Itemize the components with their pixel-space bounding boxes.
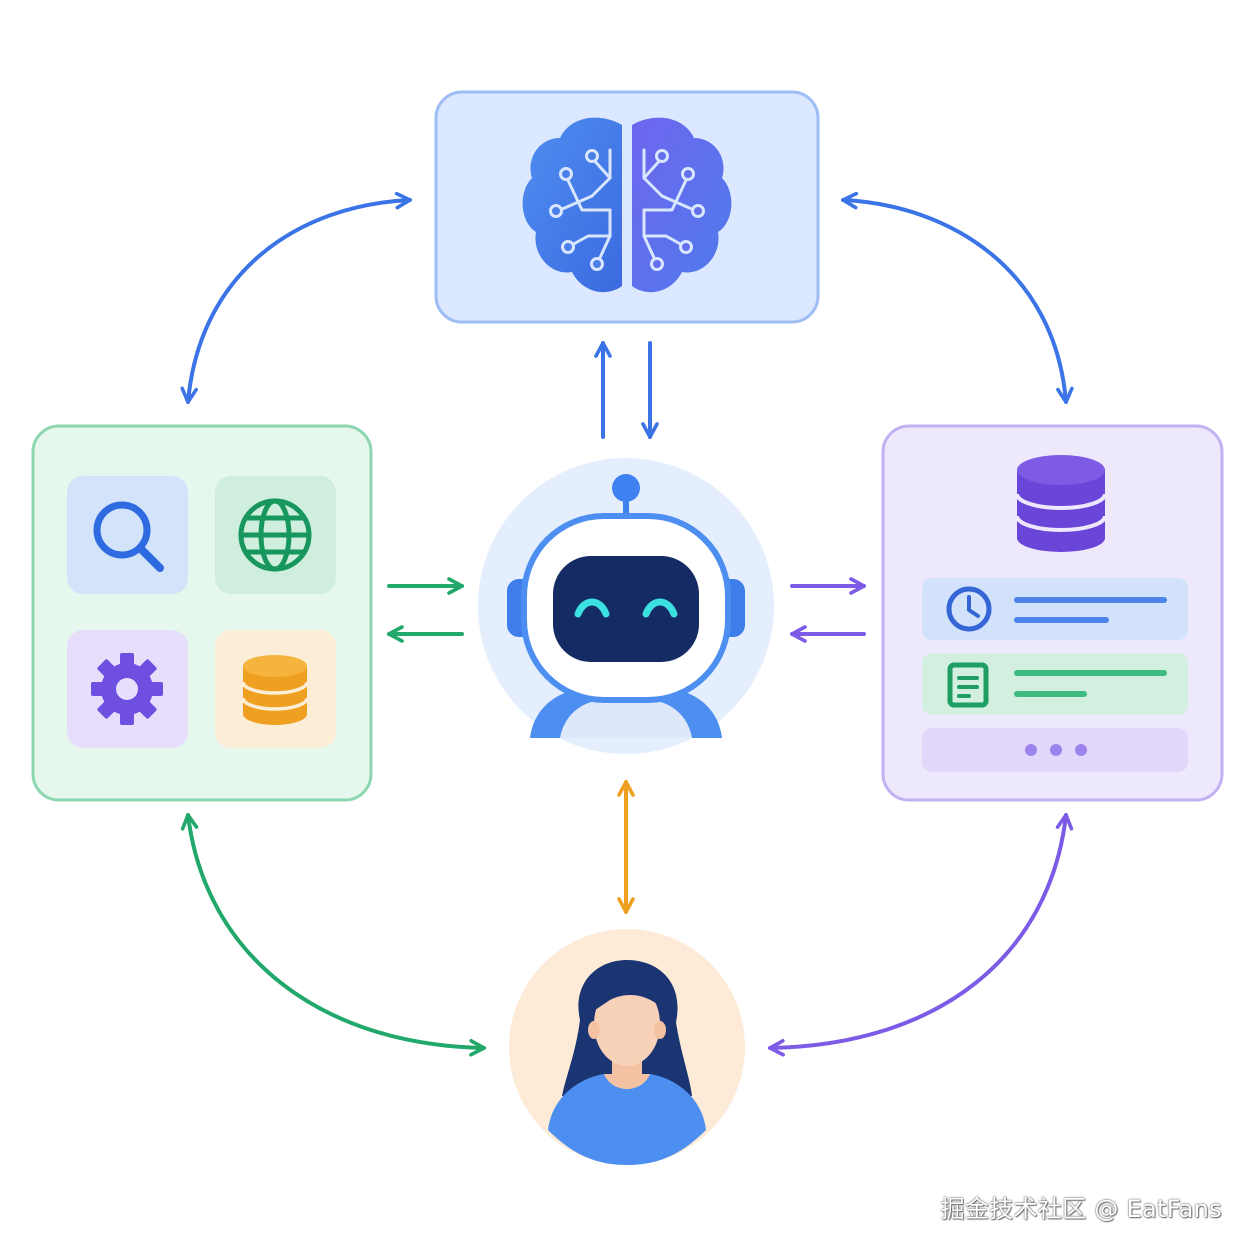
document-icon	[947, 662, 989, 708]
arrow-tools-user	[180, 813, 486, 1057]
user-avatar-icon	[548, 960, 706, 1165]
globe-tile	[215, 476, 336, 594]
database-icon	[241, 655, 309, 725]
database-tile	[215, 630, 336, 748]
memory-node	[881, 424, 1224, 802]
database-icon	[1015, 455, 1107, 552]
connectors	[180, 191, 1074, 1057]
gear-tile	[67, 630, 188, 748]
memory-item-history	[922, 578, 1188, 640]
search-icon	[93, 501, 164, 572]
brain-node	[434, 90, 820, 324]
more-icon	[1025, 744, 1087, 756]
arrow-memory-user	[768, 813, 1074, 1057]
memory-item-document	[922, 653, 1188, 715]
brain-box	[434, 90, 820, 324]
gear-icon	[91, 653, 163, 725]
user-node	[509, 929, 745, 1165]
search-tile	[67, 476, 188, 594]
brain-circuit-icon	[522, 117, 732, 293]
memory-item-more	[922, 728, 1188, 772]
arrow-tools-brain	[180, 191, 412, 404]
agent-node	[478, 458, 774, 754]
globe-icon	[238, 498, 312, 572]
clock-icon	[946, 586, 992, 632]
arrow-brain-memory	[841, 191, 1074, 404]
tools-node	[31, 424, 373, 802]
robot-icon	[507, 474, 745, 738]
watermark-text: 掘金技术社区 @ EatFans	[940, 1195, 1222, 1223]
